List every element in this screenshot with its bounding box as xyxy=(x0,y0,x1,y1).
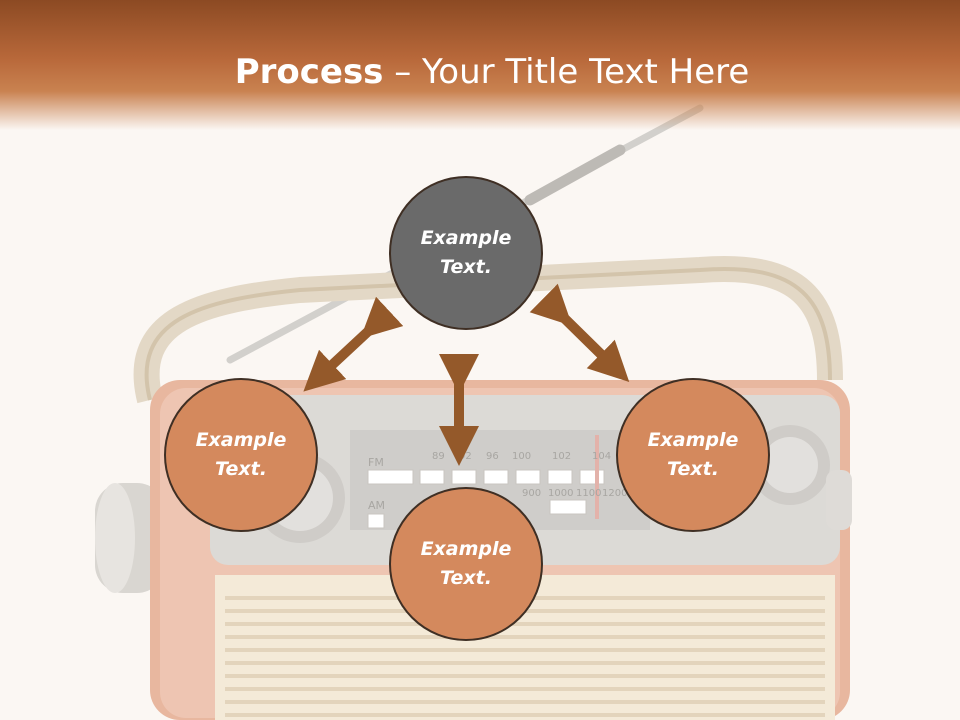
title-bar xyxy=(0,0,960,130)
node-right[interactable]: Example Text. xyxy=(616,378,770,532)
am-label: AM xyxy=(368,499,385,512)
node-bottom[interactable]: Example Text. xyxy=(389,487,543,641)
am-tick-label: 1200 xyxy=(602,488,627,499)
node-bottom-text: Example Text. xyxy=(420,538,512,589)
fm-label: FM xyxy=(368,456,384,469)
slide-title: Process – Your Title Text Here xyxy=(0,52,960,92)
fm-tick-label: 100 xyxy=(512,451,531,462)
node-right-text: Example Text. xyxy=(647,429,739,480)
am-tick-label: 900 xyxy=(522,488,541,499)
title-bold: Process xyxy=(234,52,384,92)
fm-tick-label: 102 xyxy=(552,451,571,462)
node-left[interactable]: Example Text. xyxy=(164,378,318,532)
am-tick-label: 1000 xyxy=(548,488,573,499)
node-top[interactable]: Example Text. xyxy=(389,176,543,330)
fm-tick-label: 96 xyxy=(486,451,499,462)
am-tick-label: 1100 xyxy=(576,488,601,499)
title-rest: – Your Title Text Here xyxy=(383,52,750,92)
arrow-top-right xyxy=(529,283,630,383)
arrow-top-left xyxy=(303,296,404,392)
node-left-text: Example Text. xyxy=(195,429,287,480)
fm-tick-label: 104 xyxy=(592,451,611,462)
node-top-text: Example Text. xyxy=(420,227,512,278)
fm-tick-label: 89 xyxy=(432,451,445,462)
